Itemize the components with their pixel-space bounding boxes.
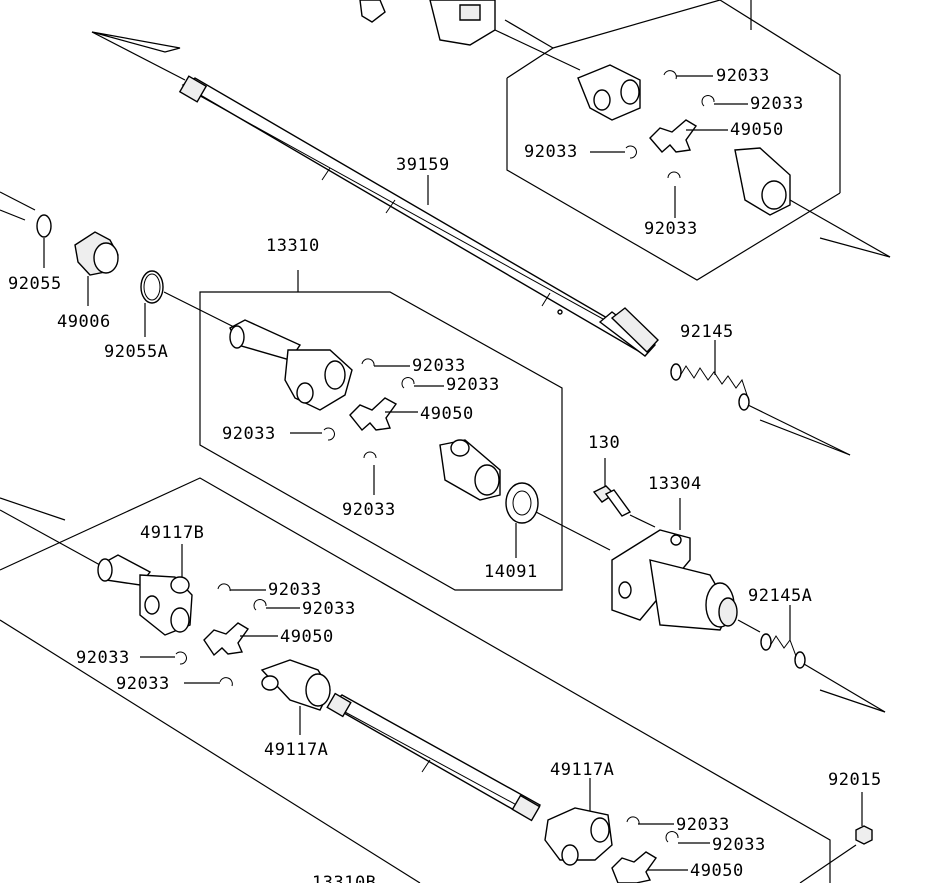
group-box-lower (0, 477, 831, 883)
label-92033: 92033 (302, 599, 356, 619)
circlips-middle (323, 358, 415, 459)
label-49050: 49050 (690, 861, 744, 881)
label-49117A: 49117A (264, 740, 328, 760)
shaft-39159 (91, 31, 659, 357)
label-92033: 92033 (712, 835, 766, 855)
label-49117A: 49117A (550, 760, 614, 780)
label-92033: 92033 (116, 674, 170, 694)
leaders-middle (290, 365, 517, 558)
label-92145A: 92145A (748, 586, 812, 606)
middle-yoke (229, 319, 611, 551)
label-92033: 92033 (750, 94, 804, 114)
label-14091: 14091 (484, 562, 538, 582)
label-49006: 49006 (57, 312, 111, 332)
bolt-130 (592, 458, 656, 528)
shaft-lower (326, 692, 542, 822)
label-49117B: 49117B (140, 523, 204, 543)
label-49050: 49050 (280, 627, 334, 647)
circlips-upper (625, 70, 715, 179)
spring-92145 (670, 340, 851, 456)
label-39159: 39159 (396, 155, 450, 175)
label-92033: 92033 (76, 648, 130, 668)
group-box-middle (199, 270, 563, 591)
label-13310: 13310 (266, 236, 320, 256)
leaders-lower-left (140, 589, 300, 684)
label-92145: 92145 (680, 322, 734, 342)
label-13310B: 13310B (312, 873, 376, 883)
group-box-top (504, 0, 841, 281)
label-92033: 92033 (342, 500, 396, 520)
label-92033: 92033 (446, 375, 500, 395)
label-13304: 13304 (648, 474, 702, 494)
label-92055: 92055 (8, 274, 62, 294)
upper-yoke (359, 0, 891, 258)
nut-92015 (799, 792, 873, 883)
label-130: 130 (588, 433, 620, 453)
housing-13304 (611, 498, 761, 633)
yoke-49117A-lower (544, 778, 710, 883)
label-92033: 92033 (524, 142, 578, 162)
label-92033: 92033 (222, 424, 276, 444)
label-92033: 92033 (412, 356, 466, 376)
label-92033: 92033 (268, 580, 322, 600)
label-92055A: 92055A (104, 342, 168, 362)
label-92033: 92033 (644, 219, 698, 239)
leaders-upper (427, 75, 748, 218)
label-49050: 49050 (730, 120, 784, 140)
yoke-49117B (97, 544, 331, 735)
label-49050: 49050 (420, 404, 474, 424)
label-92033: 92033 (716, 66, 770, 86)
spring-92145A (760, 605, 886, 713)
label-92015: 92015 (828, 770, 882, 790)
label-92033: 92033 (676, 815, 730, 835)
circlips-lower-left (175, 583, 267, 687)
part-number-labels: 39159 92033 92033 49050 92033 92033 9205… (8, 66, 882, 883)
left-seal-parts (0, 191, 241, 337)
